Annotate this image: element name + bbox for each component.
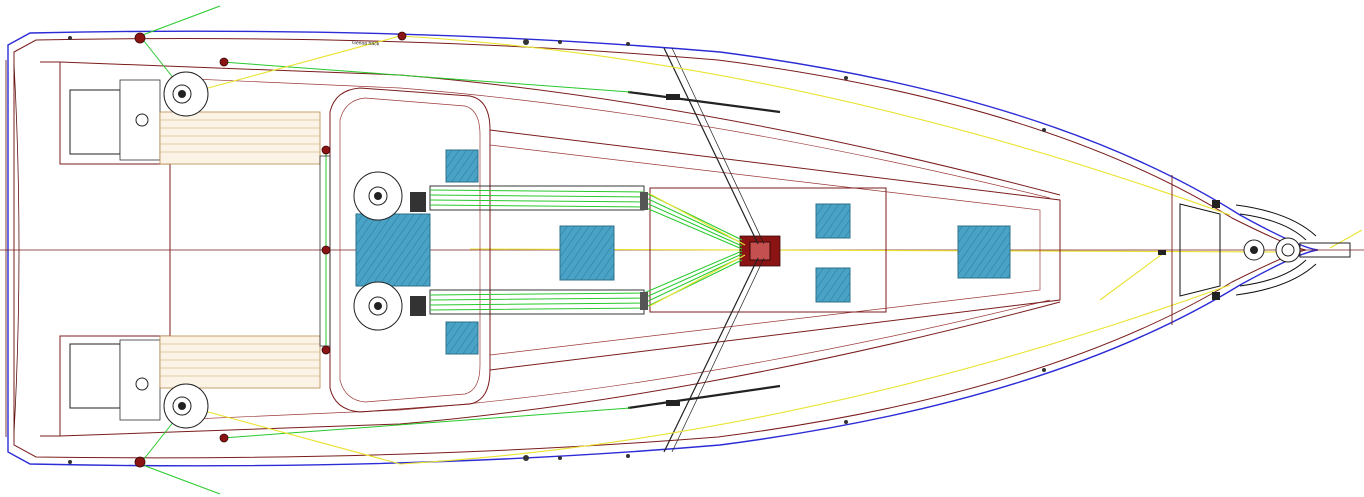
stanchion-bases-port bbox=[68, 36, 1046, 132]
genoa-track-port bbox=[627, 90, 781, 114]
genoa-track-stbd bbox=[627, 384, 781, 410]
hatch-forward-port bbox=[815, 203, 851, 239]
coaming-stbd bbox=[59, 301, 1061, 437]
block-port-mid bbox=[219, 57, 229, 67]
bow-fitting-stbd bbox=[1212, 292, 1220, 300]
forestay-tack bbox=[1158, 250, 1166, 255]
bowsprit bbox=[1299, 242, 1351, 258]
transom-inner bbox=[13, 63, 20, 434]
yellow-to-mast-stbd bbox=[649, 254, 746, 307]
windlass-core bbox=[1250, 246, 1258, 254]
block-stbd-mid bbox=[219, 433, 229, 443]
mast-partner-box bbox=[649, 187, 887, 313]
winch-line-stbd-2 bbox=[139, 463, 221, 495]
organizer-port bbox=[640, 192, 648, 210]
clutch-bank-port bbox=[410, 192, 426, 212]
deckhouse-side-inner bbox=[489, 144, 1041, 356]
shroud-stbd bbox=[663, 257, 759, 453]
furler-line bbox=[1099, 251, 1166, 301]
teak-deck-port bbox=[159, 111, 321, 165]
mast-section bbox=[749, 241, 771, 261]
anchor-locker bbox=[1179, 203, 1221, 297]
hatch-fore-cabin bbox=[957, 225, 1011, 279]
hatch-saloon-center bbox=[559, 225, 615, 281]
shroud-stbd-2 bbox=[671, 257, 765, 453]
coachroof-inner bbox=[339, 97, 481, 403]
hatch-forward-stbd bbox=[815, 267, 851, 303]
hatch-saloon-port bbox=[445, 149, 479, 183]
steering-pedestal-port bbox=[135, 113, 149, 127]
block-port-aft bbox=[134, 32, 146, 44]
mainsheet-green-port bbox=[221, 61, 631, 93]
cleat-cockpit-stbd bbox=[321, 345, 331, 355]
genoa-track-label: Genoa track bbox=[352, 40, 380, 47]
steering-pedestal-stbd bbox=[135, 377, 149, 391]
block-port-genoa bbox=[397, 31, 407, 41]
furler-drum-inner bbox=[1281, 243, 1295, 257]
genoa-sheet-port bbox=[185, 35, 1231, 216]
bow-pulpit bbox=[1235, 204, 1317, 296]
clutch-bank-stbd bbox=[410, 296, 426, 316]
genoa-car-stbd bbox=[666, 400, 680, 406]
cleat-cockpit-center bbox=[321, 245, 331, 255]
shroud-port bbox=[663, 47, 759, 245]
coaming-port bbox=[59, 61, 1061, 196]
hatch-saloon-stbd bbox=[445, 321, 479, 355]
teak-deck-stbd bbox=[159, 335, 321, 389]
winch-line-port-2 bbox=[139, 5, 221, 37]
coaming-port-2 bbox=[169, 77, 1051, 199]
primary-winch-stbd bbox=[163, 383, 209, 429]
cockpit-outer bbox=[40, 61, 171, 437]
hull-sheer-inner bbox=[13, 38, 1307, 459]
stanchion-bases-stbd bbox=[68, 368, 1046, 464]
cleat-cockpit-port bbox=[321, 145, 331, 155]
genoa-sheet-stbd bbox=[185, 284, 1231, 465]
shroud-port-2 bbox=[671, 47, 765, 245]
yellow-to-mast-port bbox=[649, 193, 746, 246]
genoa-car-port bbox=[666, 94, 680, 100]
bow-fitting-port bbox=[1212, 200, 1220, 208]
helm-seat-port bbox=[69, 89, 121, 155]
helm-seat-stbd bbox=[69, 343, 121, 409]
cabin-top-winch-port bbox=[353, 171, 403, 221]
organizer-stbd bbox=[640, 292, 648, 310]
cabin-top-winch-stbd bbox=[353, 281, 403, 331]
bow-line bbox=[1329, 229, 1363, 249]
primary-winch-port bbox=[163, 71, 209, 117]
block-stbd-aft bbox=[134, 456, 146, 468]
hatch-cockpit-aft bbox=[355, 213, 431, 287]
deckhouse-side bbox=[489, 129, 1061, 371]
mainsheet-green-stbd bbox=[221, 407, 631, 439]
